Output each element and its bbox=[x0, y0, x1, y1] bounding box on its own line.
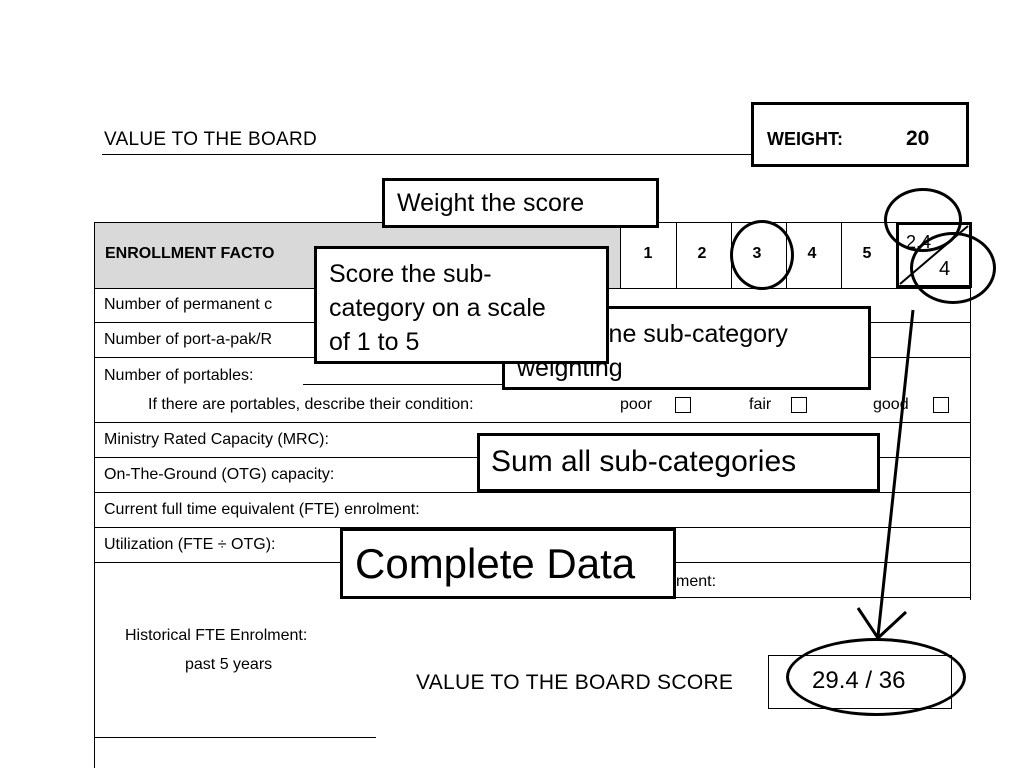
callout-weight-score: Weight the score bbox=[382, 178, 659, 228]
condition-poor-checkbox[interactable] bbox=[675, 397, 691, 413]
grid-line bbox=[94, 422, 970, 423]
row-label: On-The-Ground (OTG) capacity: bbox=[104, 466, 335, 483]
condition-good-label: good bbox=[873, 396, 909, 413]
table-header-title: ENROLLMENT FACTO bbox=[105, 245, 275, 262]
callout-score-subcategory: Score the sub- category on a scale of 1 … bbox=[314, 246, 609, 364]
weight-box bbox=[751, 102, 969, 167]
weight-value: 20 bbox=[906, 127, 930, 150]
selected-score-ring bbox=[730, 220, 794, 290]
condition-fair-checkbox[interactable] bbox=[791, 397, 807, 413]
grid-line bbox=[620, 222, 621, 288]
callout-sum-subcategories: Sum all sub-categories bbox=[477, 433, 880, 492]
grid-line bbox=[94, 492, 970, 493]
score-option-4[interactable]: 4 bbox=[807, 245, 817, 262]
row-label: Number of portables: bbox=[104, 367, 254, 384]
callout-complete-data: Complete Data bbox=[340, 528, 676, 599]
row-label: Number of port-a-pak/R bbox=[104, 331, 273, 348]
row-label: Utilization (FTE ÷ OTG): bbox=[104, 536, 276, 553]
condition-good-checkbox[interactable] bbox=[933, 397, 949, 413]
arrow-icon bbox=[856, 309, 915, 640]
enrolment-fragment: ment: bbox=[676, 573, 717, 590]
row-label: Current full time equivalent (FTE) enrol… bbox=[104, 501, 420, 518]
row-label: Ministry Rated Capacity (MRC): bbox=[104, 431, 329, 448]
row-label: Number of permanent c bbox=[104, 296, 273, 313]
portables-blank[interactable] bbox=[303, 384, 503, 385]
grid-line bbox=[841, 222, 842, 288]
score-option-2[interactable]: 2 bbox=[697, 245, 707, 262]
grid-line bbox=[94, 527, 970, 528]
score-option-5[interactable]: 5 bbox=[862, 245, 872, 262]
grid-line bbox=[385, 597, 971, 598]
score-option-1[interactable]: 1 bbox=[643, 245, 653, 262]
score-ring bbox=[786, 638, 966, 716]
weighting-bottom-ring bbox=[910, 232, 996, 304]
condition-fair-label: fair bbox=[749, 396, 772, 413]
historical-label: Historical FTE Enrolment: bbox=[125, 627, 308, 644]
grid-line bbox=[94, 222, 95, 768]
grid-line bbox=[94, 737, 376, 738]
weight-label: WEIGHT: bbox=[767, 129, 843, 149]
grid-line bbox=[970, 222, 971, 600]
condition-poor-label: poor bbox=[620, 396, 653, 413]
grid-line bbox=[676, 222, 677, 288]
section-title: VALUE TO THE BOARD bbox=[104, 129, 318, 150]
title-underline bbox=[102, 154, 752, 155]
portable-condition-prompt: If there are portables, describe their c… bbox=[148, 396, 474, 413]
historical-sublabel: past 5 years bbox=[185, 656, 273, 673]
score-label: VALUE TO THE BOARD SCORE bbox=[416, 671, 734, 694]
